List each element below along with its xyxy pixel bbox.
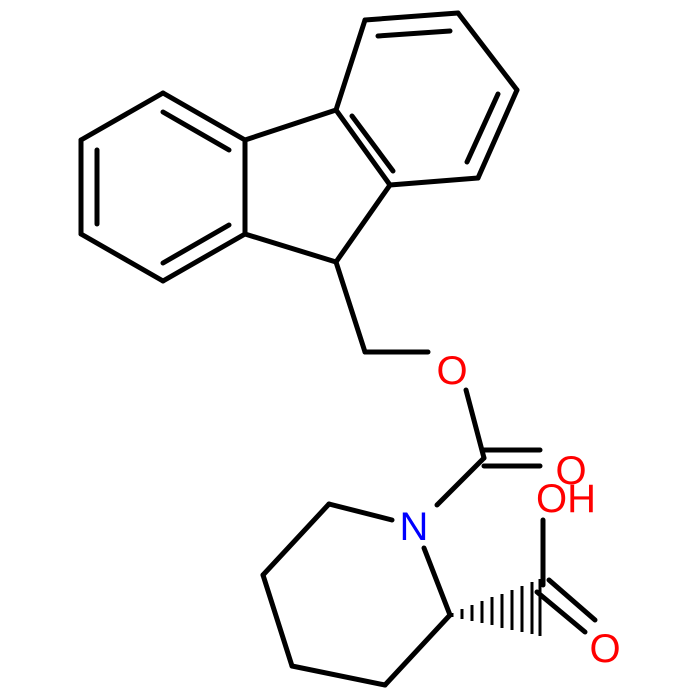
double-bond: [349, 113, 396, 174]
acid-oxygen-label: O: [589, 627, 620, 671]
ester-oxygen-label: O: [436, 349, 467, 393]
fmoc-linker: O: [333, 259, 487, 461]
carbamate-carbonyl: O: [434, 447, 587, 508]
bond: [289, 663, 388, 688]
bond: [160, 231, 248, 284]
bond: [326, 501, 395, 523]
double-bond: [546, 577, 598, 623]
bond: [362, 10, 461, 23]
bond: [382, 612, 453, 688]
bond: [475, 87, 520, 181]
fluorene-right-ring: [333, 10, 520, 188]
nitrogen-label: N: [400, 505, 429, 549]
bond: [333, 182, 393, 265]
bond: [260, 501, 332, 578]
bond: [78, 231, 166, 284]
bond: [463, 387, 487, 461]
bond: [421, 545, 453, 618]
hydroxyl-label: OH: [536, 477, 596, 521]
fluorene-left-ring: [78, 90, 248, 284]
double-bond: [534, 589, 588, 635]
carbonyl-oxygen-label: O: [555, 449, 586, 493]
bond: [242, 231, 339, 265]
bond: [260, 572, 295, 669]
double-bond: [375, 28, 453, 39]
bond: [333, 259, 368, 355]
bond: [333, 107, 393, 188]
bond: [434, 455, 487, 508]
bond: [455, 10, 520, 93]
piperidine-ring: N: [260, 501, 453, 688]
stereo-hashed-wedge: [450, 579, 542, 636]
bond: [242, 107, 339, 143]
bond: [160, 90, 248, 143]
double-bond: [160, 222, 232, 266]
bond: [387, 175, 481, 188]
bond: [333, 17, 368, 113]
double-bond: [160, 109, 232, 153]
carboxylic-acid: OH O: [534, 477, 621, 671]
double-bond: [464, 91, 501, 165]
fluorene-five-ring: [242, 107, 393, 265]
bond: [78, 90, 166, 143]
